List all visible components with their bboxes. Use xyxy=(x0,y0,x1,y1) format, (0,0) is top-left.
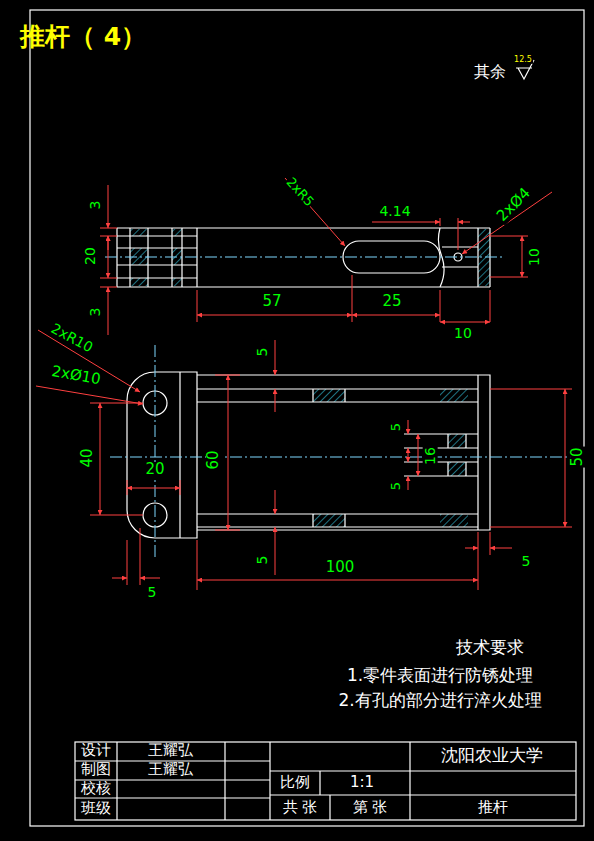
table-cell: 制图 xyxy=(80,762,112,778)
dimension-text: 2xØ4 xyxy=(494,185,535,226)
table-cell: 王耀弘 xyxy=(147,762,194,778)
table-cell: 设计 xyxy=(80,743,112,759)
dimension-text: 5 xyxy=(147,585,158,600)
note-text: 技术要求 xyxy=(455,639,525,657)
dimension-text: 60 xyxy=(206,449,222,470)
dimension-text: 5 xyxy=(521,554,532,569)
drawing-frame xyxy=(30,10,584,826)
dimension-text: 3 xyxy=(88,307,103,318)
dimension-text: 20 xyxy=(144,462,165,478)
dimension-text: 40 xyxy=(80,447,96,468)
table-cell: 班级 xyxy=(80,801,112,817)
table-cell: 1:1 xyxy=(349,775,375,791)
table-cell: 校核 xyxy=(80,781,112,797)
dimension-text: 25 xyxy=(381,294,402,310)
dimension-text: 5 xyxy=(389,481,403,491)
table-cell: 推杆 xyxy=(477,800,509,816)
dimension-text: 其余 xyxy=(473,64,507,81)
dimension-text: 2xR5 xyxy=(283,174,317,209)
dimension-text: 100 xyxy=(325,560,356,576)
dimension-text: 5 xyxy=(255,347,270,358)
front-view xyxy=(36,330,582,590)
dimension-text: 57 xyxy=(261,294,282,310)
dimension-text: 2xR10 xyxy=(48,321,96,356)
top-view xyxy=(100,178,552,335)
dimension-text: 2xØ10 xyxy=(49,364,102,388)
dimension-text: 5 xyxy=(255,555,270,566)
table-cell: 沈阳农业大学 xyxy=(440,747,544,765)
table-cell: 比例 xyxy=(279,775,311,791)
table-cell: 王耀弘 xyxy=(147,743,194,759)
dimension-text: 3 xyxy=(88,200,103,211)
dimension-text: 4.14 xyxy=(378,204,411,219)
dimension-text: 50 xyxy=(570,446,586,467)
dimension-text: 10 xyxy=(453,326,473,341)
dimension-text: 10 xyxy=(527,247,542,267)
note-text: 1.零件表面进行防锈处理 xyxy=(346,667,534,685)
dimension-text: 5 xyxy=(389,422,403,432)
dimension-text: 16 xyxy=(423,446,438,466)
note-text: 2.有孔的部分进行淬火处理 xyxy=(337,692,542,710)
dimension-text: 20 xyxy=(83,246,98,266)
dimension-text: 12.5 xyxy=(513,56,533,64)
drawing-title: 推杆（ 4） xyxy=(20,20,146,53)
table-cell: 第 张 xyxy=(352,800,389,816)
table-cell: 共 张 xyxy=(282,800,319,816)
title-block xyxy=(75,742,576,820)
